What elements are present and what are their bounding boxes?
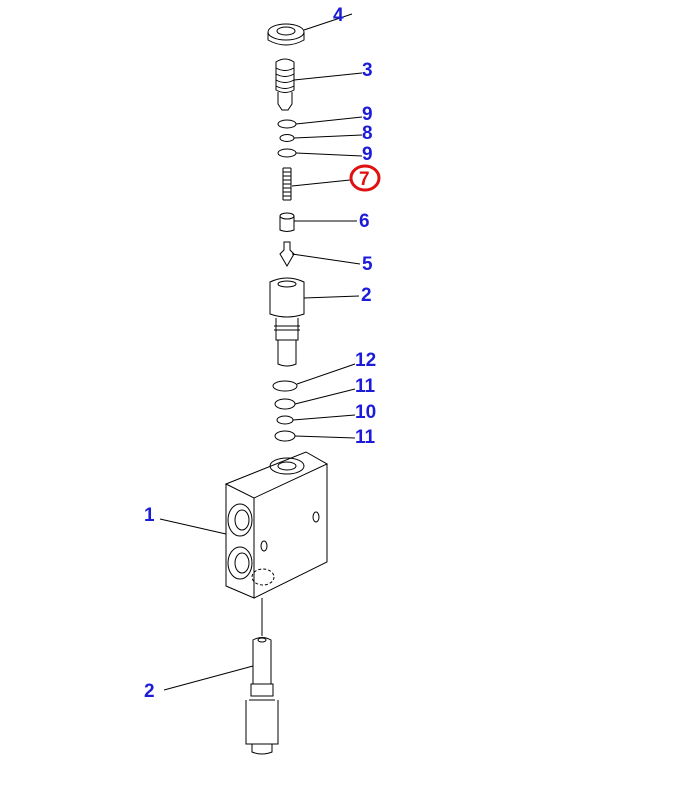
part-10-o-ring[interactable]: [276, 415, 294, 425]
callout-11[interactable]: 11: [355, 376, 376, 397]
callout-1[interactable]: 1: [144, 505, 155, 526]
part-4-nut[interactable]: [267, 23, 305, 46]
part-7-spring[interactable]: [282, 167, 292, 201]
part-8-o-ring[interactable]: [279, 134, 295, 142]
callout-2[interactable]: 2: [361, 285, 372, 306]
part-9-backup-ring[interactable]: [277, 119, 297, 129]
part-2-relief-valve-lower[interactable]: [245, 637, 279, 755]
callout-5[interactable]: 5: [362, 254, 373, 275]
part-1-valve-block[interactable]: [224, 451, 329, 636]
callout-8[interactable]: 8: [362, 123, 373, 144]
part-2-relief-valve[interactable]: [269, 277, 305, 367]
part-11-backup-ring[interactable]: [274, 398, 296, 410]
callout-4[interactable]: 4: [333, 5, 344, 26]
callout-9[interactable]: 9: [362, 144, 373, 165]
callout-11[interactable]: 11: [355, 427, 376, 448]
callout-10[interactable]: 10: [355, 402, 376, 423]
part-5-poppet[interactable]: [279, 241, 295, 267]
part-9-backup-ring[interactable]: [277, 148, 297, 158]
part-11-backup-ring[interactable]: [274, 430, 296, 442]
callout-12[interactable]: 12: [355, 350, 376, 371]
part-3-screw[interactable]: [275, 58, 295, 111]
leader-lines: [159, 13, 363, 691]
callout-7-highlighted[interactable]: 7: [359, 169, 370, 190]
callout-6[interactable]: 6: [359, 211, 370, 232]
callout-9[interactable]: 9: [362, 104, 373, 125]
part-6-sleeve[interactable]: [279, 212, 295, 232]
callout-3[interactable]: 3: [362, 60, 373, 81]
callout-2[interactable]: 2: [144, 681, 155, 702]
part-12-plate[interactable]: [272, 380, 298, 392]
highlight-circle: [349, 164, 381, 192]
